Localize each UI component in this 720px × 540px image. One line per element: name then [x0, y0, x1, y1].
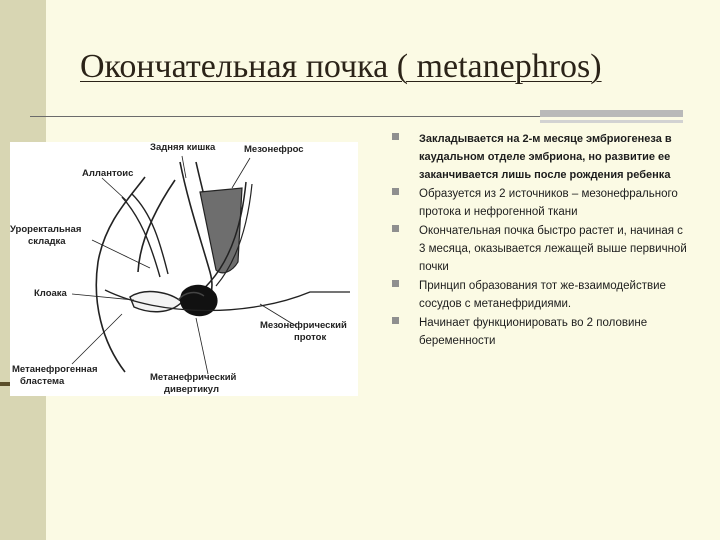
bullet-item: Образуется из 2 источников – мезонефраль…: [392, 184, 688, 220]
embryo-diagram: Задняя кишка Мезонефрос Аллантоис Урорек…: [10, 142, 358, 396]
bullet-square-icon: [392, 317, 399, 324]
label-mesonephric-duct-line2: проток: [294, 332, 327, 343]
bullet-square-icon: [392, 280, 399, 287]
bullet-list: Закладывается на 2-м месяце эмбриогенеза…: [392, 129, 688, 350]
label-metanephrogenic-blastema-line1: Метанефрогенная: [12, 364, 98, 375]
label-mesonephros: Мезонефрос: [244, 144, 304, 155]
bullet-square-icon: [392, 133, 399, 140]
bullet-text: Окончательная почка быстро растет и, нач…: [419, 225, 687, 273]
bullet-item: Начинает функционировать во 2 половине б…: [392, 313, 688, 349]
bullet-text: Образуется из 2 источников – мезонефраль…: [419, 188, 678, 218]
title-divider-accent-secondary: [540, 120, 683, 123]
bullet-square-icon: [392, 225, 399, 232]
slide-title: Окончательная почка ( metanephros): [80, 48, 602, 85]
label-hindgut: Задняя кишка: [150, 142, 216, 153]
bullet-text: Начинает функционировать во 2 половине б…: [419, 317, 648, 347]
diagram-drawing: [71, 155, 350, 375]
bullet-square-icon: [392, 188, 399, 195]
label-urorectal-fold-line1: Уроректальная: [10, 224, 82, 235]
label-cloaca: Клоака: [34, 288, 67, 299]
bullet-item: Принцип образования тот же-взаимодействи…: [392, 276, 688, 312]
bullet-item: Окончательная почка быстро растет и, нач…: [392, 221, 688, 275]
title-divider-accent: [540, 110, 683, 117]
label-metanephric-diverticulum-line1: Метанефрический: [150, 372, 237, 383]
label-allantois: Аллантоис: [82, 168, 134, 179]
bullet-text: Закладывается на 2-м месяце эмбриогенеза…: [419, 133, 672, 181]
bullet-text: Принцип образования тот же-взаимодействи…: [419, 280, 666, 310]
label-urorectal-fold-line2: складка: [28, 236, 66, 247]
bullet-item: Закладывается на 2-м месяце эмбриогенеза…: [392, 129, 688, 183]
label-metanephric-diverticulum-line2: дивертикул: [164, 384, 219, 395]
left-decor-strip: [0, 382, 10, 386]
title-divider: [30, 116, 678, 117]
label-mesonephric-duct-line1: Мезонефрический: [260, 320, 347, 331]
label-metanephrogenic-blastema-line2: бластема: [20, 376, 65, 387]
